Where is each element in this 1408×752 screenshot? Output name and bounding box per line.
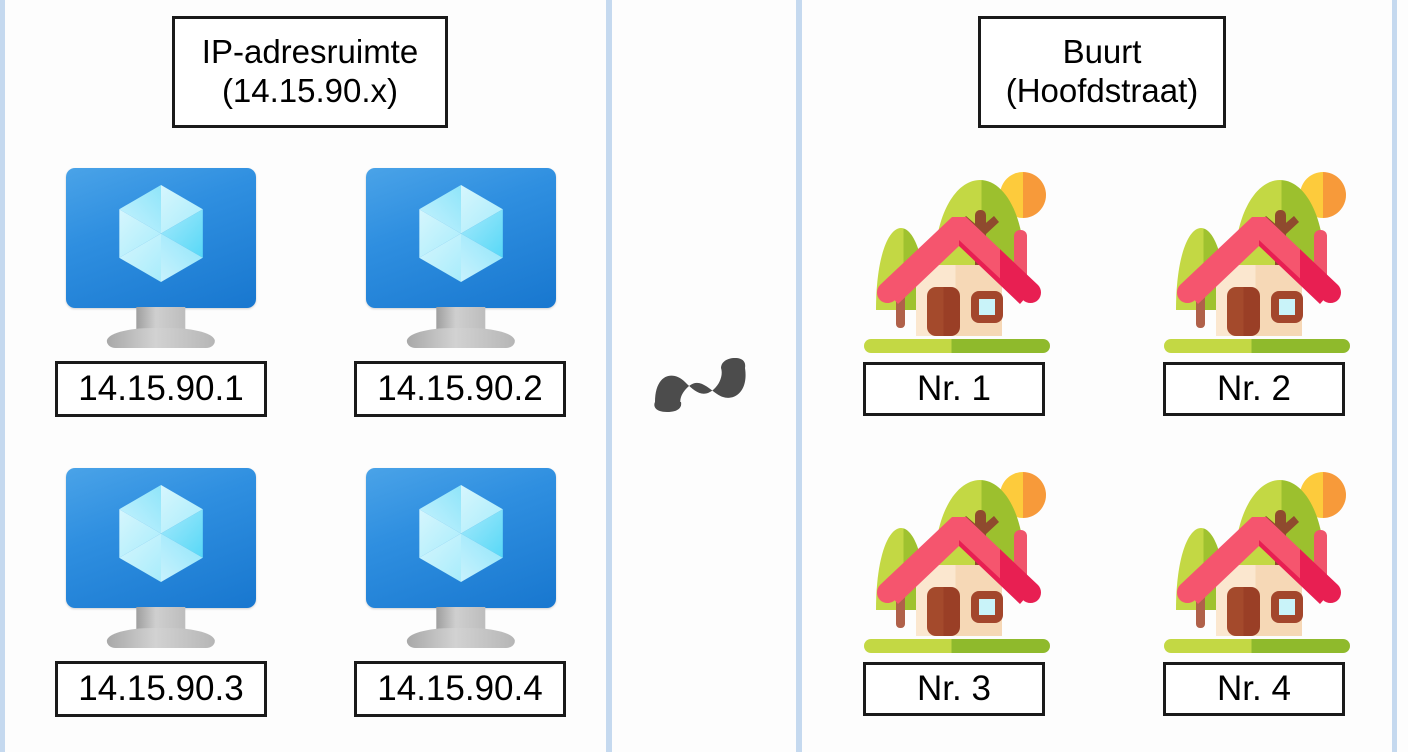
divider-left-edge <box>0 0 5 752</box>
house-node-3[interactable] <box>862 462 1052 658</box>
house-label-3-text: Nr. 3 <box>917 669 991 709</box>
computer-label-4-text: 14.15.90.4 <box>377 669 543 709</box>
left-panel-header-line2: (14.15.90.x) <box>221 72 399 109</box>
house-label-2: Nr. 2 <box>1163 362 1345 416</box>
right-panel-header-line1: Buurt <box>1062 33 1142 71</box>
monitor-base <box>106 328 216 348</box>
computer-label-3-text: 14.15.90.3 <box>78 669 244 709</box>
cube-icon <box>419 185 503 287</box>
house-node-1[interactable] <box>862 162 1052 358</box>
tilde-analogy-icon <box>645 340 765 430</box>
right-panel-header-line2: (Hoofdstraat) <box>1005 72 1199 109</box>
house-label-2-text: Nr. 2 <box>1217 369 1291 409</box>
computer-node-4[interactable] <box>366 468 556 648</box>
computer-label-2-text: 14.15.90.2 <box>377 369 543 409</box>
monitor-base <box>406 328 516 348</box>
cube-icon <box>419 485 503 587</box>
house-label-4: Nr. 4 <box>1163 662 1345 716</box>
house-label-3: Nr. 3 <box>863 662 1045 716</box>
house-node-4[interactable] <box>1162 462 1352 658</box>
right-panel-header: Buurt (Hoofdstraat) <box>978 16 1226 128</box>
computer-label-2: 14.15.90.2 <box>354 361 566 417</box>
left-panel-header-line1: IP-adresruimte <box>201 33 419 71</box>
monitor-base <box>106 628 216 648</box>
computer-label-1: 14.15.90.1 <box>55 361 267 417</box>
cube-icon <box>119 485 203 587</box>
house-label-1: Nr. 1 <box>863 362 1045 416</box>
computer-node-2[interactable] <box>366 168 556 348</box>
house-label-1-text: Nr. 1 <box>917 369 991 409</box>
computer-label-4: 14.15.90.4 <box>354 661 566 717</box>
computer-node-3[interactable] <box>66 468 256 648</box>
house-label-4-text: Nr. 4 <box>1217 669 1291 709</box>
computer-label-1-text: 14.15.90.1 <box>78 369 244 409</box>
computer-node-1[interactable] <box>66 168 256 348</box>
computer-label-3: 14.15.90.3 <box>55 661 267 717</box>
house-node-2[interactable] <box>1162 162 1352 358</box>
monitor-base <box>406 628 516 648</box>
divider-center-right <box>796 0 802 752</box>
left-panel-header: IP-adresruimte (14.15.90.x) <box>172 16 448 128</box>
cube-icon <box>119 185 203 287</box>
divider-center-left <box>606 0 612 752</box>
divider-right-edge <box>1392 0 1397 752</box>
